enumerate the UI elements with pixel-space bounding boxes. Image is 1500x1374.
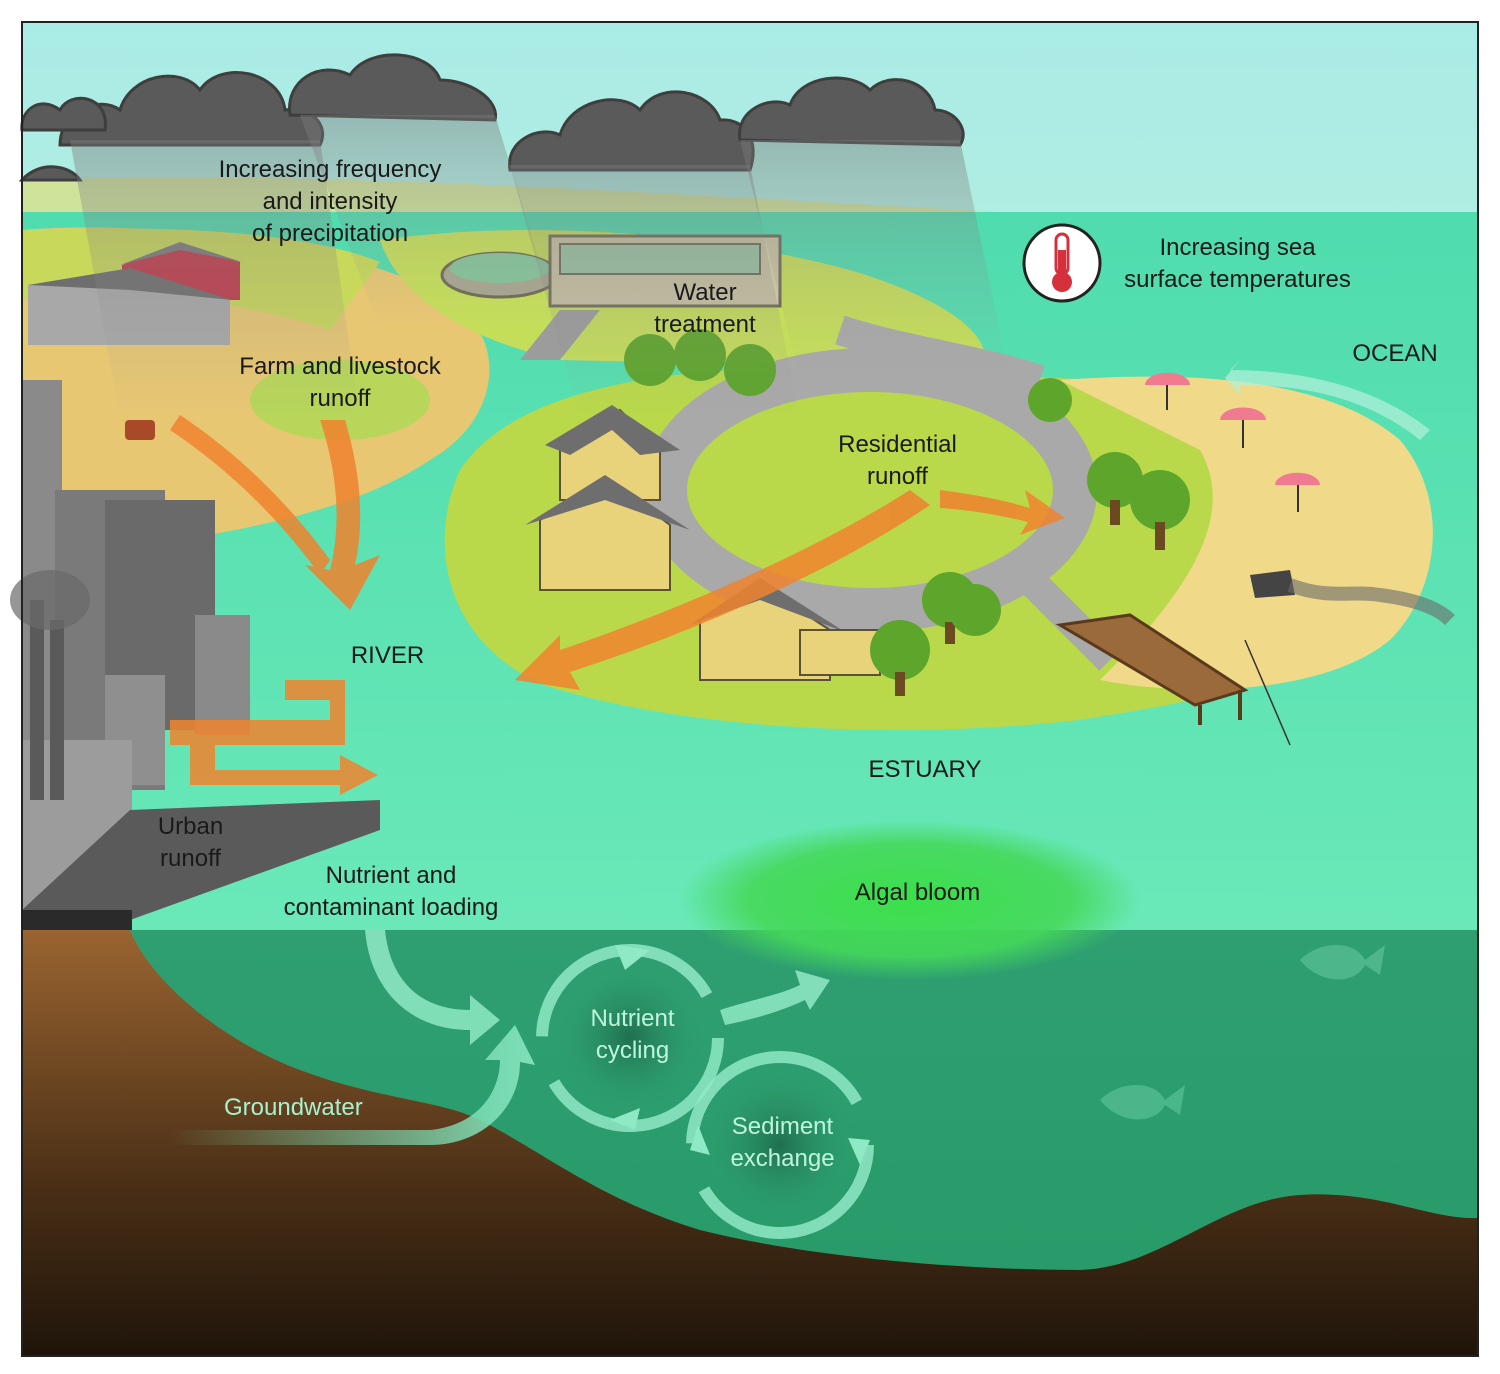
- label-sediment-exchange: Sediment exchange: [730, 1113, 835, 1172]
- label-residential-runoff: Residential runoff: [838, 431, 957, 490]
- fish-icon: [1100, 945, 1385, 1120]
- label-nutrient-cycling: Nutrient cycling: [590, 1005, 675, 1064]
- runoff-arrows: [170, 415, 1065, 795]
- shore-edge: [22, 910, 132, 930]
- label-algal-bloom: Algal bloom: [854, 879, 981, 906]
- frame: [21, 21, 1479, 1357]
- groundwater-arrow: [170, 1025, 535, 1145]
- label-sea-temperatures: Increasing sea surface temperatures: [1124, 234, 1351, 293]
- label-groundwater: Groundwater: [224, 1094, 363, 1121]
- label-river: RIVER: [350, 642, 425, 669]
- cycle-arrow-icon: [686, 1051, 874, 1239]
- cloud-icon: [18, 53, 965, 182]
- beach: [1060, 376, 1433, 690]
- road-center: [720, 410, 1020, 570]
- cycle-arrow-icon: [536, 944, 724, 1132]
- label-water-treatment: Water treatment: [654, 279, 756, 338]
- label-urban-runoff: Urban runoff: [157, 813, 224, 872]
- seabed: [22, 930, 1478, 1356]
- pier-icon: [1055, 613, 1291, 746]
- house-icon: [525, 405, 690, 591]
- rain-shafts: [70, 115, 1010, 420]
- loading-arrows: [365, 930, 830, 1045]
- thermometer-icon: [1022, 223, 1102, 303]
- outfall-pipe-icon: [1250, 570, 1455, 626]
- label-ocean: OCEAN: [1352, 340, 1438, 367]
- label-farm-runoff: Farm and livestock runoff: [239, 353, 441, 412]
- current-arrow: [1225, 360, 1430, 440]
- label-nutrient-loading: Nutrient and contaminant loading: [283, 862, 499, 921]
- algal-bloom: [680, 820, 1140, 980]
- umbrella-icon: [1145, 372, 1320, 512]
- label-precipitation: Increasing frequency and intensity of pr…: [218, 156, 442, 247]
- label-estuary: ESTUARY: [868, 756, 982, 783]
- factory-icon: [10, 380, 380, 920]
